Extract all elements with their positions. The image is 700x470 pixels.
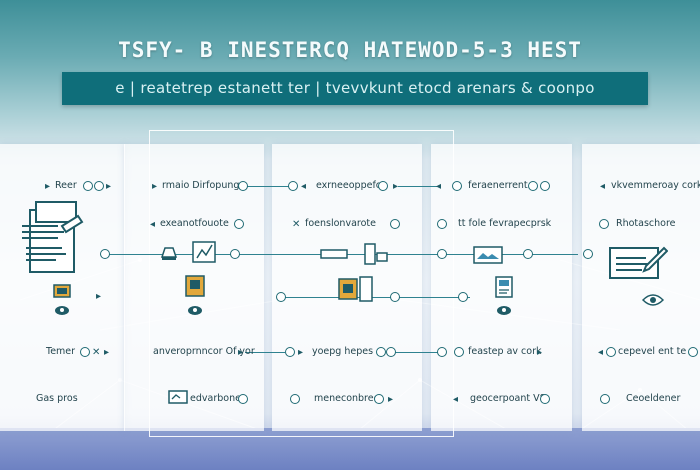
col5-node — [606, 347, 616, 357]
col5-node — [599, 219, 609, 229]
gold-card-icon — [338, 276, 373, 302]
wire-row4b — [392, 352, 442, 353]
col3-label-3: yoepg hepes — [312, 346, 374, 357]
col4-arrow: ◂ — [453, 394, 459, 405]
col2-arrow: ◂ — [150, 219, 156, 230]
col1-arrow: ▸ — [45, 181, 51, 192]
col4-node — [540, 181, 550, 191]
col4-node — [528, 181, 538, 191]
col1-node — [100, 249, 110, 259]
col3-node — [386, 347, 396, 357]
subtitle-text: e | reatetrep estanett ter | tvevvkunt e… — [115, 79, 595, 97]
col1-node — [94, 181, 104, 191]
col4-arrow: ◂ — [436, 181, 442, 192]
col3-node — [285, 347, 295, 357]
col4-node — [540, 394, 550, 404]
col3-node — [376, 347, 386, 357]
wire-row4a — [245, 352, 285, 353]
col1-arrow: ▸ — [106, 181, 112, 192]
col5-node — [688, 347, 698, 357]
col2-arrow: ▸ — [152, 181, 158, 192]
col3-arrow: ▸ — [393, 181, 399, 192]
col3-arrow: ▸ — [388, 394, 394, 405]
col1-label-gas-pros: Gas pros — [36, 393, 78, 404]
col1-label-reer: Reer — [55, 180, 77, 191]
col2-label-1: rmaio Dirfopung — [162, 180, 240, 191]
col3-node — [288, 181, 298, 191]
report-icon — [495, 276, 513, 298]
folder-icon — [53, 284, 71, 298]
col1-arrow: ▸ — [96, 291, 102, 302]
col5-label-4: Ceoeldener — [626, 393, 681, 404]
col4-label-3: feastep av cork — [468, 346, 542, 357]
col4-label-4: geocerpoant V8 — [470, 393, 546, 404]
col3-label-4: meneconbreo — [314, 393, 380, 404]
slot-icon — [320, 249, 348, 259]
col3-node — [390, 292, 400, 302]
col1-label-temer: Temer — [46, 346, 76, 357]
col2-node — [238, 181, 248, 191]
wire-row1b — [398, 186, 440, 187]
col2-label-3: anveroprnncor Of yor — [153, 346, 255, 357]
panel-icon — [364, 243, 388, 265]
col2-node — [234, 219, 244, 229]
col1-node — [83, 181, 93, 191]
wire-row1a — [245, 186, 290, 187]
gold-card-icon — [185, 275, 205, 297]
col3-node — [276, 292, 286, 302]
message-icon — [168, 390, 188, 404]
col4-node — [452, 181, 462, 191]
col4-arrow: ▸ — [537, 347, 543, 358]
panel-col5 — [582, 144, 700, 431]
col5-label-2: Rhotaschore — [616, 218, 676, 229]
col4-node — [454, 347, 464, 357]
col1-node — [80, 347, 90, 357]
col1-badge-icon — [55, 306, 69, 315]
col2-arrow: ▸ — [238, 347, 244, 358]
document-stack-icon — [22, 201, 84, 273]
col5-label-1: vkvemmeroay cork — [611, 180, 700, 191]
col4-node — [523, 249, 533, 259]
col4-label-1: feraenerrent — [468, 180, 528, 191]
pen-document-icon — [609, 246, 668, 279]
col4-node — [437, 347, 447, 357]
bottom-network-band — [0, 428, 700, 470]
tray-icon — [160, 247, 178, 260]
col5-arrow: ◂ — [598, 347, 604, 358]
col3-node — [290, 394, 300, 404]
col3-arrow: ◂ — [301, 181, 307, 192]
col2-label-2: exeanotfouote — [160, 218, 229, 229]
eye-icon — [642, 294, 664, 306]
col3-node — [390, 219, 400, 229]
col1-arrow: ▸ — [104, 347, 110, 358]
col3-node — [374, 394, 384, 404]
col3-arrow: ✕ — [292, 219, 301, 230]
chart-card-icon — [192, 241, 216, 263]
col4-badge-icon — [497, 306, 511, 315]
col1-arrow: ✕ — [92, 347, 101, 358]
col4-node — [437, 219, 447, 229]
col3-label-2: foenslonvarote — [305, 218, 376, 229]
col3-arrow: ▸ — [298, 347, 304, 358]
highlight-frame — [149, 130, 454, 437]
col5-arrow: ◂ — [600, 181, 606, 192]
col2-badge-icon — [188, 306, 202, 315]
subtitle-bar: e | reatetrep estanett ter | tvevvkunt e… — [62, 72, 648, 105]
col3-node — [378, 181, 388, 191]
col2-node — [238, 394, 248, 404]
col2-node — [230, 249, 240, 259]
col5-node — [600, 394, 610, 404]
col3-label-1: exrneeoppefcs — [316, 180, 386, 191]
col4-node — [458, 292, 468, 302]
image-card-icon — [473, 246, 503, 264]
col5-label-3: cepevel ent te — [618, 346, 687, 357]
col4-node — [437, 249, 447, 259]
col5-node — [583, 249, 593, 259]
wire-row3 — [280, 297, 470, 298]
col4-label-2: tt fole fevrapecprsk — [458, 218, 552, 229]
col2-label-4: edvarbone — [190, 393, 241, 404]
page-title: TSFY- B INESTERCQ HATEWOD-5-3 HEST — [118, 38, 582, 62]
